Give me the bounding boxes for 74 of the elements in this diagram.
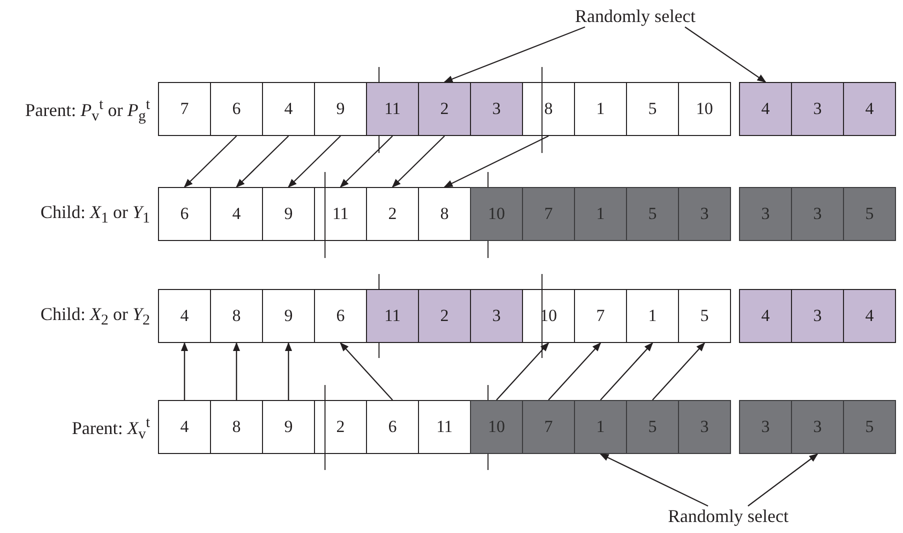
array-cell: 6 — [158, 187, 211, 241]
array-cell: 4 — [739, 82, 792, 136]
array-cell: 1 — [574, 400, 627, 454]
array-cell: 5 — [843, 187, 896, 241]
array-cell: 8 — [210, 400, 263, 454]
arrow — [236, 136, 289, 188]
array-cell: 5 — [626, 187, 679, 241]
array-cell: 3 — [678, 187, 731, 241]
arrow — [340, 342, 393, 400]
array-cell: 9 — [262, 400, 315, 454]
array-cell: 2 — [418, 289, 471, 343]
row-label: Child: X$_{2}$ or Y$_{2}$ — [39, 304, 150, 330]
arrow — [600, 453, 708, 507]
array-cell: 3 — [470, 289, 523, 343]
array-cell: 9 — [262, 289, 315, 343]
array-cell: 4 — [158, 289, 211, 343]
array-cell: 10 — [678, 82, 731, 136]
arrow — [496, 342, 550, 400]
array-cell: 3 — [791, 187, 844, 241]
array-cell: 5 — [678, 289, 731, 343]
arrow — [340, 136, 393, 188]
arrow — [444, 26, 586, 83]
array-cell: 4 — [843, 82, 896, 136]
annotation-text: Randomly select — [668, 506, 788, 527]
array-cell: 8 — [522, 82, 575, 136]
arrow — [748, 453, 818, 506]
array-cell: 11 — [366, 289, 419, 343]
arrow — [184, 136, 237, 188]
array-cell: 5 — [626, 82, 679, 136]
array-cell: 3 — [791, 289, 844, 343]
array-cell: 6 — [210, 82, 263, 136]
array-cell: 9 — [262, 187, 315, 241]
array-cell: 4 — [210, 187, 263, 241]
array-cell: 3 — [791, 82, 844, 136]
arrow — [600, 342, 654, 400]
array-cell: 10 — [470, 187, 523, 241]
array-cell: 7 — [522, 187, 575, 241]
array-cell: 3 — [791, 400, 844, 454]
arrow — [652, 342, 706, 400]
array-cell: 4 — [739, 289, 792, 343]
array-cell: 11 — [314, 187, 367, 241]
array-cell: 5 — [843, 400, 896, 454]
array-cell: 8 — [210, 289, 263, 343]
array-cell: 10 — [470, 400, 523, 454]
arrow — [684, 26, 766, 82]
array-cell: 2 — [418, 82, 471, 136]
arrow — [180, 342, 188, 400]
arrow — [288, 136, 341, 188]
array-cell: 7 — [522, 400, 575, 454]
annotation-text: Randomly select — [575, 6, 696, 27]
array-cell: 1 — [574, 187, 627, 241]
array-cell: 3 — [678, 400, 731, 454]
array-cell: 3 — [470, 82, 523, 136]
array-cell: 7 — [158, 82, 211, 136]
array-cell: 11 — [366, 82, 419, 136]
array-cell: 7 — [574, 289, 627, 343]
array-cell: 3 — [739, 187, 792, 241]
array-cell: 2 — [314, 400, 367, 454]
array-cell: 4 — [262, 82, 315, 136]
arrow — [232, 342, 240, 400]
array-cell: 3 — [739, 400, 792, 454]
array-cell: 1 — [626, 289, 679, 343]
arrow — [444, 135, 549, 188]
array-cell: 2 — [366, 187, 419, 241]
array-cell: 4 — [158, 400, 211, 454]
array-cell: 4 — [843, 289, 896, 343]
arrow — [548, 342, 602, 400]
array-cell: 1 — [574, 82, 627, 136]
arrow — [284, 342, 292, 400]
array-cell: 5 — [626, 400, 679, 454]
arrow — [392, 136, 445, 188]
row-label: Child: X$_{1}$ or Y$_{1}$ — [39, 202, 150, 228]
array-cell: 10 — [522, 289, 575, 343]
array-cell: 6 — [366, 400, 419, 454]
